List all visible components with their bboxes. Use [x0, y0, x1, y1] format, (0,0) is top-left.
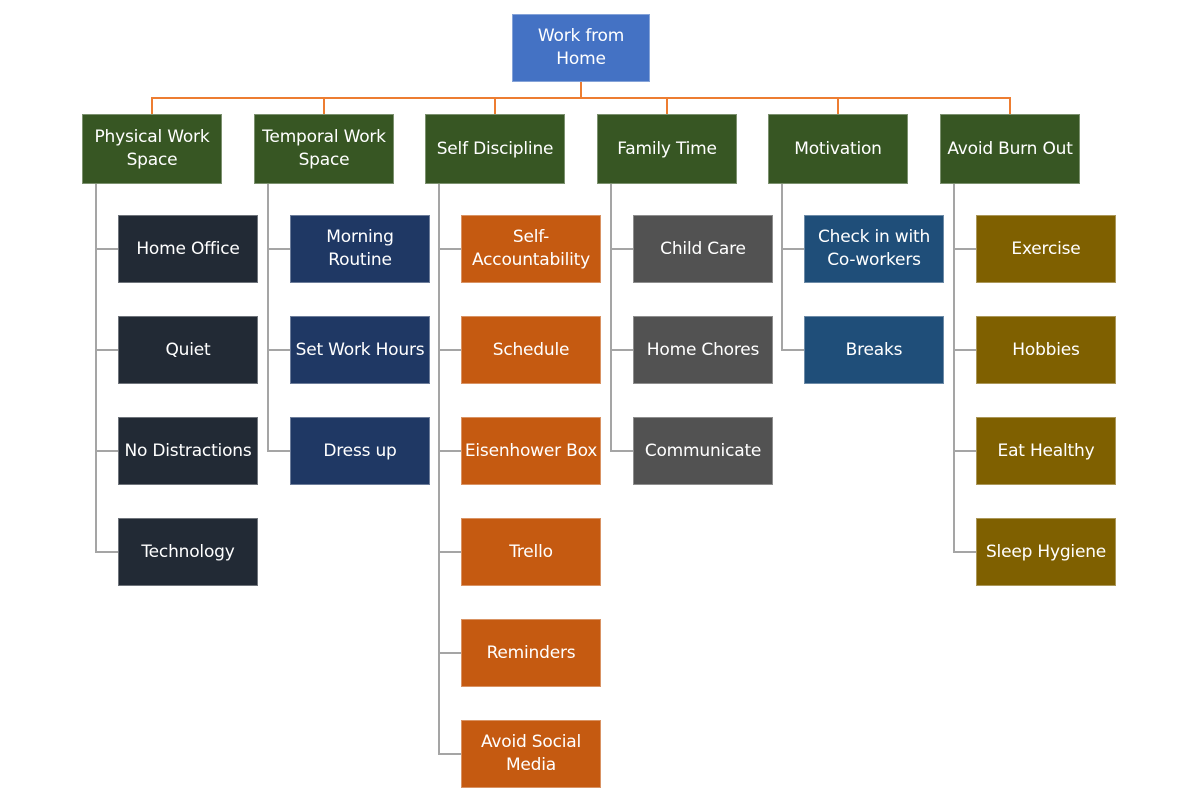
- child-connector: [95, 551, 118, 553]
- child-spine-avoid-burn-out: [953, 184, 955, 553]
- child-label: Home Chores: [646, 339, 760, 360]
- child-label: Morning Routine: [326, 227, 394, 270]
- child-connector: [267, 450, 290, 452]
- child-connector: [438, 551, 461, 553]
- child-node-breaks: Breaks: [804, 316, 944, 384]
- child-spine-physical-work-space: [95, 184, 97, 553]
- child-node-home-chores: Home Chores: [633, 316, 773, 384]
- child-node-avoid-social-media: Avoid Social Media: [461, 720, 601, 788]
- category-node-motivation: Motivation: [768, 114, 908, 184]
- child-connector: [610, 248, 633, 250]
- child-label: Technology: [141, 541, 235, 562]
- child-label: Eat Healthy: [997, 440, 1095, 461]
- child-node-sleep-hygiene: Sleep Hygiene: [976, 518, 1116, 586]
- child-label: Schedule: [492, 339, 570, 360]
- category-label: Self Discipline: [436, 138, 554, 159]
- child-node-communicate: Communicate: [633, 417, 773, 485]
- child-label: Self- Accountability: [472, 227, 590, 270]
- child-connector: [267, 349, 290, 351]
- child-label: Breaks: [845, 339, 903, 360]
- category-node-avoid-burn-out: Avoid Burn Out: [940, 114, 1080, 184]
- child-label: Trello: [509, 541, 553, 562]
- child-connector: [267, 248, 290, 250]
- child-connector: [438, 450, 461, 452]
- child-label: Hobbies: [1012, 339, 1080, 360]
- child-node-no-distractions: No Distractions: [118, 417, 258, 485]
- child-connector: [95, 248, 118, 250]
- category-node-family-time: Family Time: [597, 114, 737, 184]
- child-label: Exercise: [1011, 238, 1081, 259]
- child-node-exercise: Exercise: [976, 215, 1116, 283]
- category-label: Physical Work Space: [94, 127, 210, 170]
- child-label: Sleep Hygiene: [985, 541, 1107, 562]
- category-label: Temporal Work Space: [262, 127, 386, 170]
- child-spine-temporal-work-space: [267, 184, 269, 452]
- child-node-self-accountability: Self- Accountability: [461, 215, 601, 283]
- child-connector: [438, 248, 461, 250]
- child-node-quiet: Quiet: [118, 316, 258, 384]
- child-node-eisenhower-box: Eisenhower Box: [461, 417, 601, 485]
- category-connector-avoid-burn-out: [1009, 97, 1011, 114]
- root-node-work-from-home: Work from Home: [512, 14, 650, 82]
- child-connector: [438, 753, 461, 755]
- child-node-home-office: Home Office: [118, 215, 258, 283]
- child-label: Reminders: [486, 642, 576, 663]
- child-node-technology: Technology: [118, 518, 258, 586]
- category-connector-motivation: [837, 97, 839, 114]
- child-label: Avoid Social Media: [480, 732, 581, 775]
- child-connector: [781, 248, 804, 250]
- category-label: Motivation: [794, 138, 882, 159]
- child-node-schedule: Schedule: [461, 316, 601, 384]
- child-connector: [610, 349, 633, 351]
- child-node-hobbies: Hobbies: [976, 316, 1116, 384]
- root-connector-drop: [580, 82, 582, 99]
- category-label: Family Time: [617, 138, 717, 159]
- child-connector: [953, 248, 976, 250]
- child-node-eat-healthy: Eat Healthy: [976, 417, 1116, 485]
- child-label: Communicate: [644, 440, 762, 461]
- child-label: Child Care: [660, 238, 746, 259]
- category-label: Avoid Burn Out: [947, 138, 1073, 159]
- child-label: Quiet: [165, 339, 211, 360]
- child-connector: [953, 551, 976, 553]
- category-connector-self-discipline: [494, 97, 496, 114]
- child-node-check-in-with-co-workers: Check in with Co-workers: [804, 215, 944, 283]
- category-connector-family-time: [666, 97, 668, 114]
- child-node-set-work-hours: Set Work Hours: [290, 316, 430, 384]
- child-spine-self-discipline: [438, 184, 440, 755]
- category-connector-temporal-work-space: [323, 97, 325, 114]
- child-node-trello: Trello: [461, 518, 601, 586]
- category-node-self-discipline: Self Discipline: [425, 114, 565, 184]
- child-spine-motivation: [781, 184, 783, 351]
- child-spine-family-time: [610, 184, 612, 452]
- child-node-reminders: Reminders: [461, 619, 601, 687]
- child-label: Set Work Hours: [295, 339, 425, 360]
- child-connector: [610, 450, 633, 452]
- child-label: No Distractions: [124, 440, 252, 461]
- category-connector-physical-work-space: [151, 97, 153, 114]
- child-connector: [953, 450, 976, 452]
- child-connector: [438, 652, 461, 654]
- child-connector: [95, 349, 118, 351]
- child-label: Dress up: [323, 440, 397, 461]
- child-connector: [438, 349, 461, 351]
- child-connector: [95, 450, 118, 452]
- root-label: Work from Home: [537, 26, 625, 69]
- category-node-physical-work-space: Physical Work Space: [82, 114, 222, 184]
- category-node-temporal-work-space: Temporal Work Space: [254, 114, 394, 184]
- child-node-dress-up: Dress up: [290, 417, 430, 485]
- child-label: Eisenhower Box: [464, 440, 598, 461]
- child-label: Check in with Co-workers: [817, 227, 931, 270]
- child-label: Home Office: [136, 238, 240, 259]
- child-connector: [781, 349, 804, 351]
- child-node-child-care: Child Care: [633, 215, 773, 283]
- child-connector: [953, 349, 976, 351]
- root-connector-bus: [151, 97, 1011, 99]
- child-node-morning-routine: Morning Routine: [290, 215, 430, 283]
